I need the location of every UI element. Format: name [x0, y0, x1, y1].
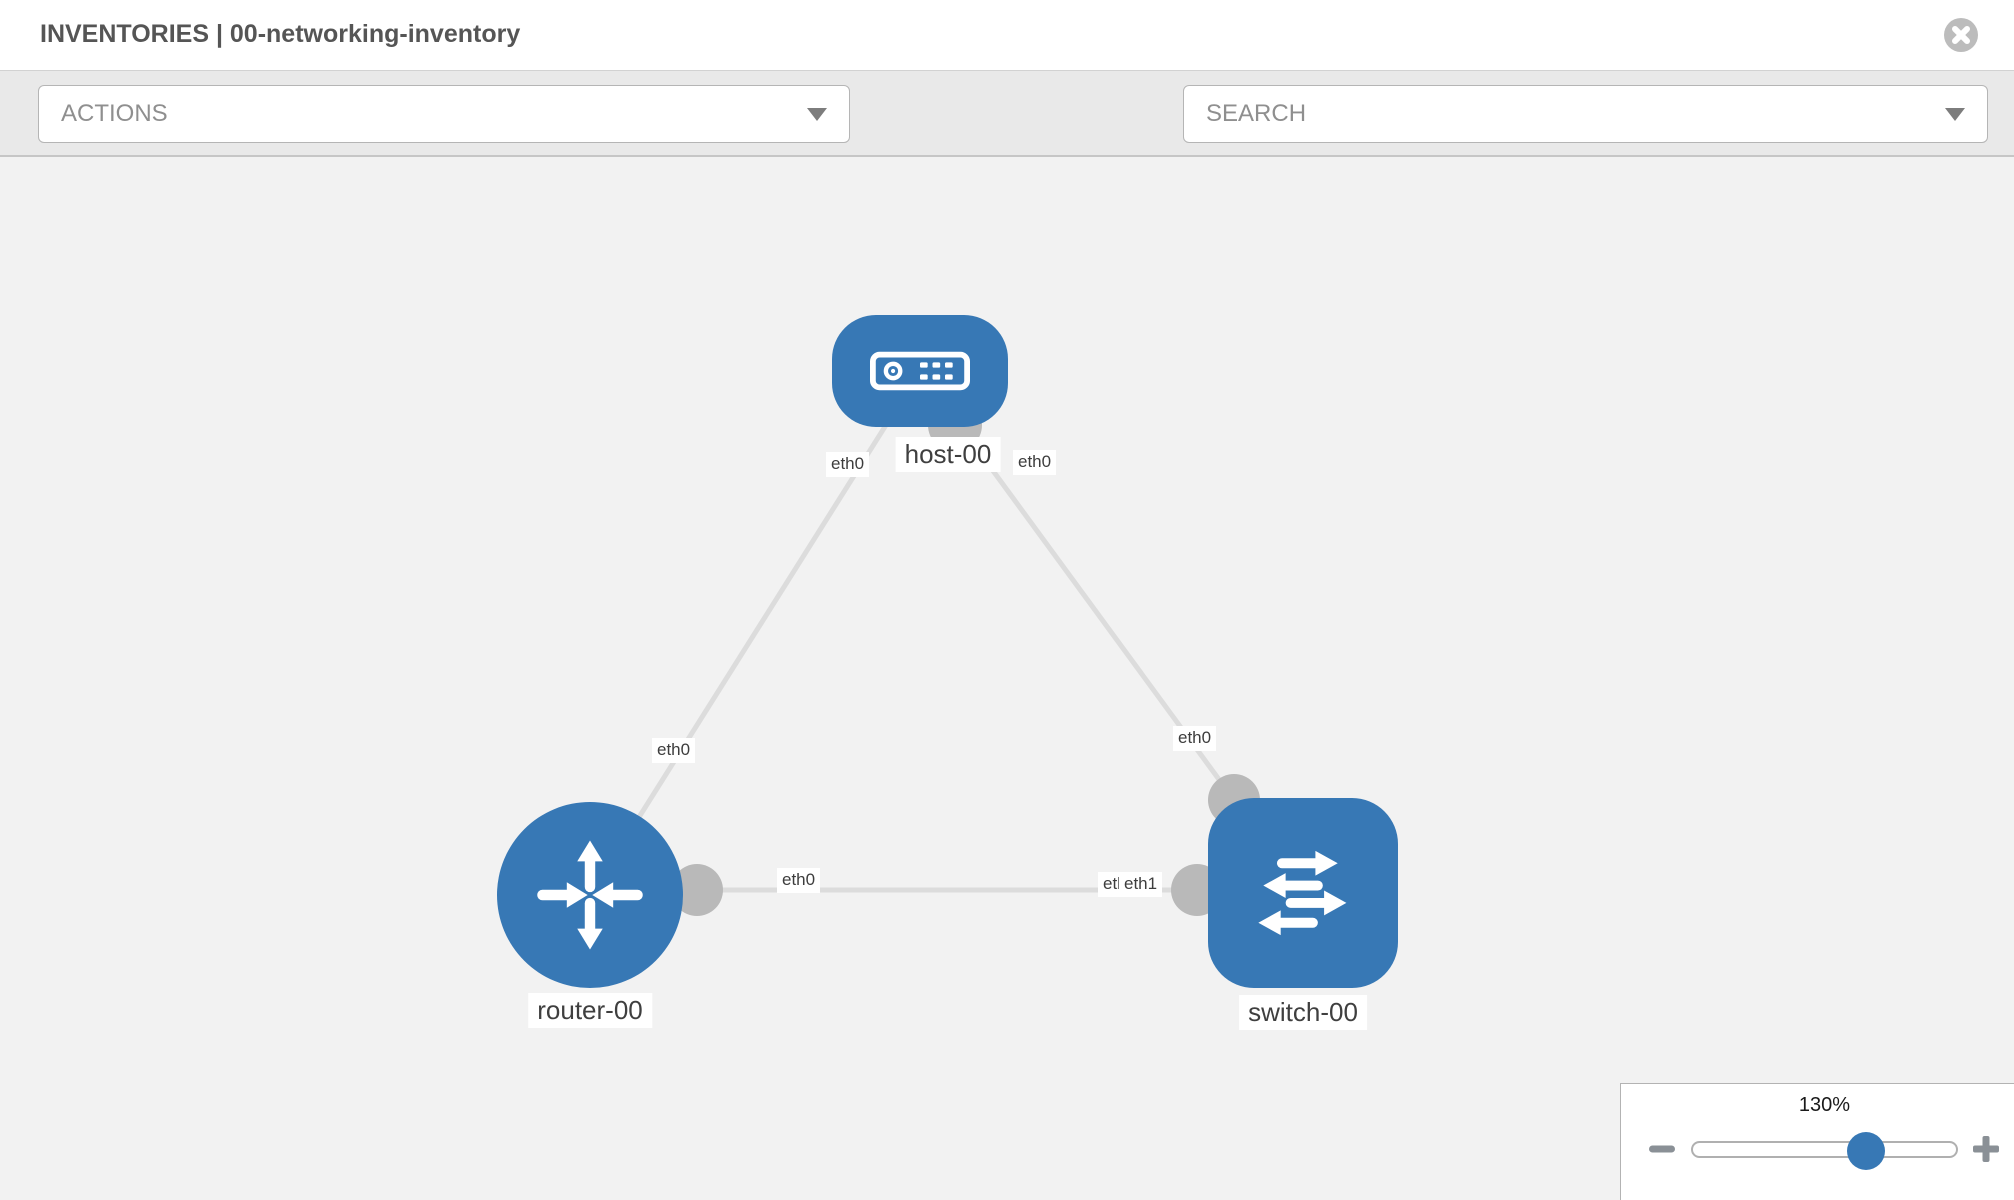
plus-icon: [1973, 1136, 1999, 1162]
topology-canvas[interactable]: host-00 router-00 switch-00 eth0 eth0 et…: [0, 157, 2014, 1200]
switch-icon: [1258, 850, 1347, 936]
close-button[interactable]: [1944, 18, 1978, 52]
chevron-down-icon: [807, 107, 827, 121]
zoom-out-button[interactable]: [1646, 1133, 1678, 1165]
zoom-slider-track[interactable]: [1691, 1132, 1958, 1170]
search-dropdown-label: SEARCH: [1206, 100, 1307, 127]
chevron-down-icon: [1945, 107, 1965, 121]
iface-label-switch-eth0: eth0: [1173, 726, 1217, 751]
links-layer: [587, 369, 1237, 897]
actions-dropdown-label: ACTIONS: [61, 100, 168, 127]
node-label-router: router-00: [528, 993, 652, 1028]
iface-label-router-eth0: eth0: [777, 868, 821, 893]
zoom-level: 130%: [1798, 1094, 1851, 1116]
iface-label-router-eth0-link: eth0: [652, 738, 696, 763]
zoom-slider-thumb[interactable]: [1847, 1132, 1885, 1170]
router-icon: [537, 840, 643, 950]
node-label-host: host-00: [895, 437, 1001, 472]
header: INVENTORIES | 00-networking-inventory: [0, 0, 2014, 71]
close-icon: [1952, 26, 1970, 44]
iface-label-switch-eth1: eth1: [1119, 872, 1163, 897]
node-label-switch: switch-00: [1239, 995, 1367, 1030]
toolbar: ACTIONS SEARCH: [0, 71, 2014, 203]
node-router[interactable]: [497, 802, 683, 988]
iface-label-host-eth0-right: eth0: [1013, 450, 1057, 475]
iface-label-host-eth0-left: eth0: [826, 452, 870, 477]
zoom-panel: 130%: [1620, 1083, 2014, 1200]
page-title: INVENTORIES | 00-networking-inventory: [40, 20, 521, 48]
zoom-in-button[interactable]: [1970, 1133, 2002, 1165]
host-icon: [870, 351, 970, 391]
node-switch[interactable]: [1208, 798, 1398, 988]
node-host[interactable]: [832, 315, 1008, 427]
actions-dropdown[interactable]: ACTIONS: [38, 85, 850, 143]
search-dropdown[interactable]: SEARCH: [1183, 85, 1988, 143]
minus-icon: [1649, 1145, 1675, 1153]
